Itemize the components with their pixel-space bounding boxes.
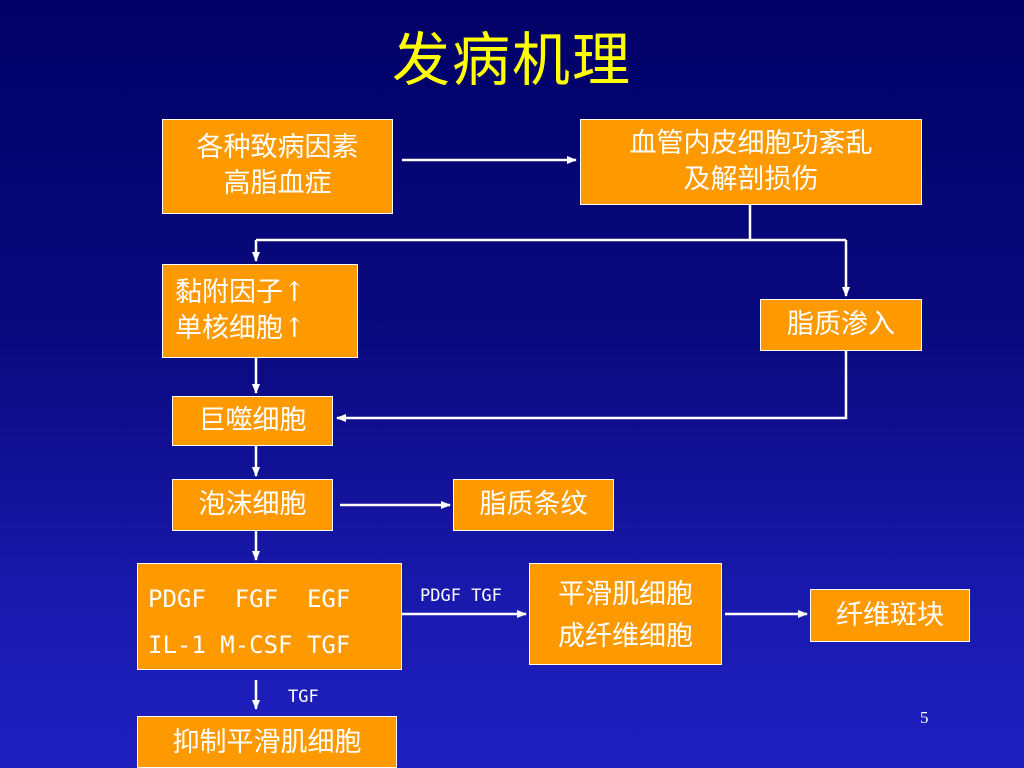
node-pathogenic-factors: 各种致病因素 高脂血症 bbox=[162, 119, 393, 214]
node-line: 血管内皮细胞功紊乱 bbox=[629, 128, 873, 159]
node-fibrous-plaque: 纤维斑块 bbox=[810, 589, 970, 642]
node-lipid-infiltration: 脂质渗入 bbox=[760, 299, 922, 351]
slide-title: 发病机理 bbox=[391, 26, 632, 94]
node-line: PDGF FGF EGF bbox=[148, 585, 351, 613]
page-number: 5 bbox=[920, 708, 929, 727]
node-line: 单核细胞↑ bbox=[175, 313, 306, 344]
node-line: 脂质渗入 bbox=[787, 309, 895, 340]
node-inhibit-smooth-muscle: 抑制平滑肌细胞 bbox=[137, 716, 397, 768]
node-growth-factors: PDGF FGF EGF IL-1 M-CSF TGF bbox=[137, 563, 402, 670]
edge-label-tgf: TGF bbox=[288, 687, 319, 707]
edge-label-pdgf-tgf: PDGF TGF bbox=[420, 586, 502, 606]
node-line: 高脂血症 bbox=[223, 168, 332, 199]
node-line: 成纤维细胞 bbox=[558, 621, 693, 652]
node-line: 脂质条纹 bbox=[479, 489, 588, 520]
node-endothelial-damage: 血管内皮细胞功紊乱 及解剖损伤 bbox=[580, 119, 922, 205]
node-adhesion-molecules: 黏附因子↑ 单核细胞↑ bbox=[162, 264, 358, 358]
arrow-lipid-to-macrophage bbox=[336, 351, 848, 422]
node-line: 巨噬细胞 bbox=[198, 405, 307, 436]
node-foam-cell: 泡沫细胞 bbox=[172, 479, 333, 531]
node-smooth-muscle-fibroblast: 平滑肌细胞 成纤维细胞 bbox=[529, 563, 722, 665]
node-macrophage: 巨噬细胞 bbox=[172, 396, 333, 446]
node-line: 纤维斑块 bbox=[836, 600, 944, 631]
node-line: 各种致病因素 bbox=[196, 132, 359, 163]
node-line: 及解剖损伤 bbox=[683, 164, 819, 195]
node-fatty-streak: 脂质条纹 bbox=[453, 479, 614, 531]
node-line: 平滑肌细胞 bbox=[558, 579, 693, 610]
node-line: 抑制平滑肌细胞 bbox=[172, 727, 362, 758]
node-line: 黏附因子↑ bbox=[175, 277, 306, 308]
node-line: IL-1 M-CSF TGF bbox=[148, 631, 351, 659]
node-line: 泡沫细胞 bbox=[198, 489, 307, 520]
